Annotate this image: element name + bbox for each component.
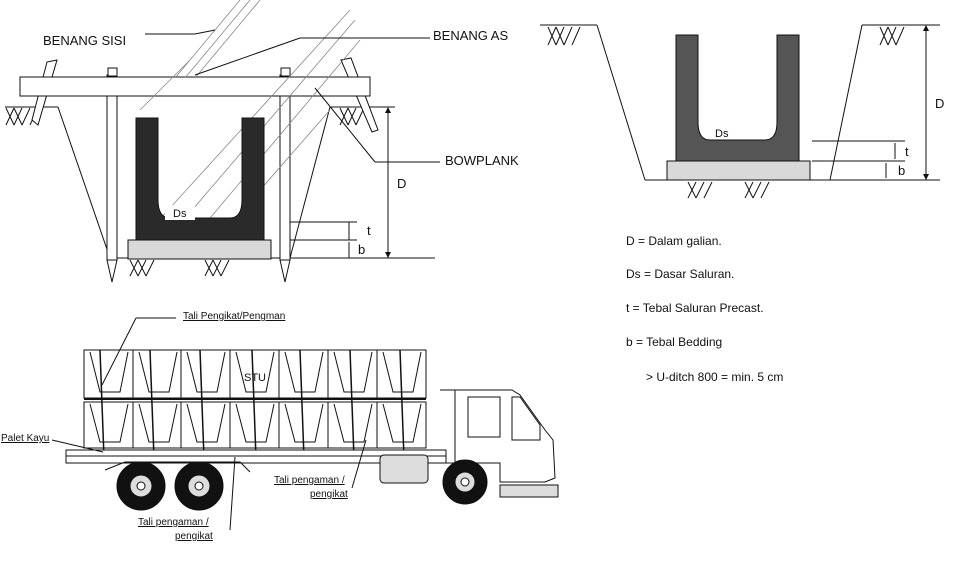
bowplank-board	[19, 76, 371, 97]
legend-d: D = Dalam galian.	[626, 234, 722, 248]
excavation-side-left	[57, 106, 111, 259]
dimension-installation	[290, 106, 395, 258]
label-b-installation: b	[358, 242, 365, 257]
label-t-installation: t	[367, 223, 371, 238]
label-tali-pengaman-2b: pengikat	[175, 531, 213, 542]
u-ditch-section	[675, 34, 800, 162]
cab-window-front	[511, 396, 541, 441]
string-lines	[139, 0, 361, 231]
label-tali-pengikat: Tali Pengikat/Pengman	[183, 311, 285, 322]
stake-left-tip	[106, 259, 118, 283]
label-palet-kayu: Palet Kayu	[1, 433, 49, 444]
rear-axle-frame	[104, 461, 251, 473]
section-hatch-bottom	[687, 181, 770, 199]
label-tali-pengaman-1a: Tali pengaman /	[274, 475, 345, 486]
label-tali-pengaman-1b: pengikat	[310, 489, 348, 500]
label-ds-section: Ds	[715, 128, 729, 140]
label-benang-sisi: BENANG SISI	[43, 33, 126, 48]
legend-ds: Ds = Dasar Saluran.	[626, 267, 734, 281]
excavation-side-right	[289, 106, 331, 259]
label-bowplank: BOWPLANK	[445, 153, 519, 168]
section-hatch-left	[547, 26, 581, 46]
label-b-section: b	[898, 163, 905, 178]
bumper	[499, 484, 559, 498]
label-t-section: t	[905, 144, 909, 159]
label-d-installation: D	[397, 176, 406, 191]
u-ditch-installed	[135, 117, 265, 241]
u-ditch-stack-top	[83, 349, 427, 399]
label-ds-installation: Ds	[173, 208, 187, 220]
label-d-section: D	[935, 96, 944, 111]
soil-hatch-bottom	[129, 259, 230, 277]
legend-t: t = Tebal Saluran Precast.	[626, 301, 764, 315]
installation-diagram	[5, 0, 440, 283]
legend: D = Dalam galian. Ds = Dasar Saluran. t …	[626, 234, 783, 384]
stake-right	[279, 74, 291, 261]
wheels	[116, 459, 488, 511]
cab-window-side	[467, 396, 501, 438]
label-benang-as: BENANG AS	[433, 28, 508, 43]
legend-note: > U-ditch 800 = min. 5 cm	[646, 370, 783, 384]
straps	[99, 349, 405, 459]
legend-b: b = Tebal Bedding	[626, 335, 722, 349]
truck-diagram	[51, 317, 559, 531]
stake-left	[106, 74, 118, 261]
soil-hatch-right	[339, 107, 365, 126]
label-tali-pengaman-2a: Tali pengaman /	[138, 517, 209, 528]
section-hatch-right	[879, 26, 905, 46]
bedding-installed	[127, 239, 272, 260]
stake-right-tip	[279, 259, 291, 283]
fuel-tank	[379, 454, 429, 484]
label-stu: STU	[244, 372, 266, 384]
bedding-section	[666, 160, 811, 181]
